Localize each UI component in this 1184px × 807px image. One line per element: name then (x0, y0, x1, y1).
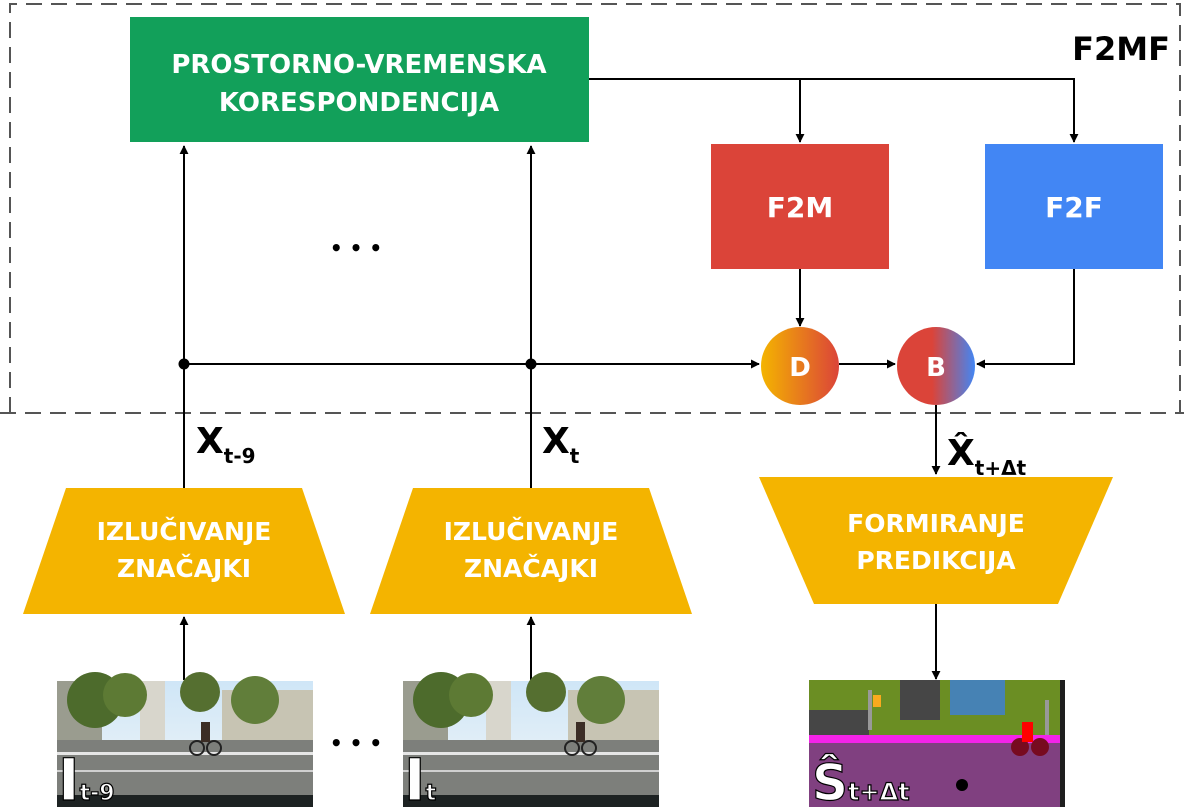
f2m-label: F2M (767, 191, 833, 224)
b-node (897, 327, 975, 405)
f2mf-boundary (9, 3, 1181, 413)
image-label-i1: It-9 (58, 746, 115, 807)
edge-f2f-b (976, 269, 1075, 369)
edge-correspondence-f2f (589, 78, 1079, 143)
f2f-box (985, 144, 1163, 269)
ellipsis-top: • • • (330, 236, 382, 260)
correspondence-label-line2: KORESPONDENCIJA (219, 88, 499, 118)
feature-label-x2: Xt (542, 421, 580, 468)
prediction-head-line1: FORMIRANJE (847, 509, 1025, 538)
feature-extractor-1 (23, 488, 345, 614)
feature-label-xhat: X̂t+Δt (947, 431, 1027, 480)
input-image-t-9 (57, 672, 313, 807)
feature-extractor-2-line1: IZLUČIVANJE (444, 516, 619, 546)
f2mf-title: F2MF (1072, 30, 1170, 68)
feature-extractor-1-line2: ZNAČAJKI (117, 553, 251, 583)
d-label: D (789, 353, 811, 383)
b-label: B (926, 353, 946, 383)
image-label-i2: It (404, 746, 437, 807)
feature-extractor-1-line1: IZLUČIVANJE (97, 516, 272, 546)
feature-extractor-2 (370, 488, 692, 614)
prediction-head (759, 477, 1113, 604)
segmentation-output (809, 680, 1065, 807)
correspondence-box (130, 17, 589, 142)
image-label-s: Ŝt+Δt (812, 753, 910, 807)
feature-extractor-2-line2: ZNAČAJKI (464, 553, 598, 583)
d-node (761, 327, 839, 405)
f2m-box (711, 144, 889, 269)
prediction-head-line2: PREDIKCIJA (856, 546, 1016, 575)
input-image-t (403, 672, 659, 807)
feature-label-x1: Xt-9 (196, 421, 256, 468)
ellipsis-bottom: • • • (330, 731, 382, 755)
f2f-label: F2F (1045, 191, 1103, 224)
correspondence-label-line1: PROSTORNO-VREMENSKA (171, 50, 546, 80)
